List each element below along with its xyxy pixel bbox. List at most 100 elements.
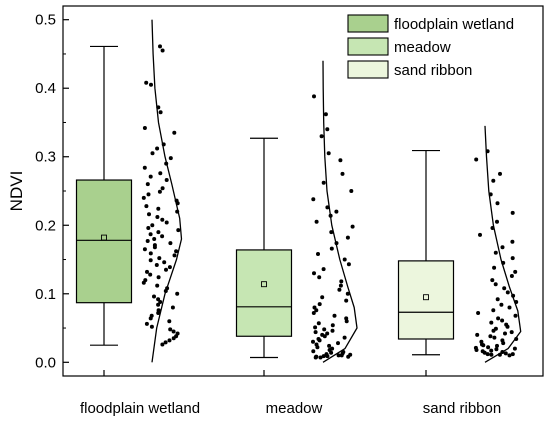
legend-swatch	[347, 60, 389, 79]
data-point	[316, 252, 320, 256]
data-point	[145, 239, 150, 243]
data-point	[175, 291, 180, 296]
y-tick-label: 0.4	[35, 80, 56, 97]
data-point	[158, 110, 163, 115]
data-point	[500, 245, 505, 250]
data-point	[155, 146, 160, 151]
data-point	[495, 343, 499, 348]
data-point	[313, 330, 318, 335]
data-point	[328, 213, 333, 218]
data-point	[501, 341, 506, 346]
data-point	[336, 341, 340, 346]
data-point	[158, 300, 163, 304]
data-point	[156, 275, 161, 280]
data-point	[513, 313, 518, 318]
data-point	[152, 245, 157, 250]
data-point	[142, 247, 147, 252]
data-point	[495, 219, 499, 224]
data-point	[344, 298, 349, 303]
data-point	[499, 302, 504, 307]
data-point	[156, 297, 161, 302]
iqr-box	[235, 249, 293, 337]
legend-label: sand ribbon	[394, 62, 472, 79]
data-point	[152, 294, 156, 299]
data-point	[507, 353, 512, 358]
y-tick-label: 0.2	[35, 217, 56, 234]
data-point	[488, 334, 493, 339]
data-point	[174, 249, 179, 254]
data-point	[176, 228, 181, 233]
data-point	[329, 230, 334, 235]
data-point	[329, 246, 334, 251]
data-point	[160, 217, 165, 222]
data-point	[492, 335, 497, 340]
data-point	[514, 300, 519, 304]
data-point	[474, 348, 479, 352]
data-point	[312, 94, 316, 99]
data-point	[318, 355, 323, 360]
data-point	[345, 235, 350, 240]
data-point	[476, 311, 481, 315]
x-tick-label: sand ribbon	[423, 400, 501, 417]
data-point	[509, 330, 514, 335]
data-point	[334, 209, 339, 214]
data-point	[474, 157, 479, 162]
data-point	[156, 206, 161, 211]
data-point	[346, 262, 351, 267]
data-point	[150, 151, 155, 156]
data-point	[330, 323, 335, 328]
data-point	[322, 334, 327, 339]
data-point	[338, 283, 343, 288]
data-point	[161, 142, 166, 147]
data-point	[490, 278, 495, 283]
box-3	[397, 149, 455, 356]
data-point	[168, 327, 173, 332]
y-tick-label: 0.0	[35, 354, 56, 371]
data-point	[156, 311, 161, 315]
data-point	[326, 151, 331, 156]
data-point	[164, 161, 169, 166]
data-point	[505, 290, 510, 295]
data-point	[148, 258, 153, 263]
box-1	[75, 45, 133, 346]
data-point	[490, 226, 495, 230]
data-point	[337, 287, 342, 292]
data-point	[164, 178, 169, 182]
data-point	[486, 345, 491, 350]
data-point	[346, 354, 351, 359]
data-point	[494, 347, 499, 352]
legend-label: floodplain wetland	[394, 16, 514, 33]
data-point	[323, 112, 328, 117]
data-point	[168, 156, 173, 161]
data-point	[339, 279, 344, 284]
data-point	[498, 171, 502, 176]
data-point	[146, 192, 151, 197]
data-point	[144, 321, 149, 326]
data-point	[497, 352, 502, 357]
data-point	[325, 331, 330, 336]
data-point	[149, 82, 153, 87]
data-point	[142, 165, 147, 170]
data-point	[152, 237, 157, 241]
data-point	[514, 337, 519, 341]
data-point	[167, 265, 172, 270]
box-2	[235, 137, 293, 359]
y-tick-label: 0.1	[35, 286, 56, 303]
data-point	[489, 320, 494, 325]
data-point	[491, 178, 496, 183]
data-point	[495, 201, 500, 206]
data-point	[158, 44, 162, 49]
data-point	[156, 105, 161, 110]
data-point	[325, 205, 330, 210]
data-point	[320, 295, 325, 300]
data-point	[512, 346, 517, 351]
y-tick-label: 0.3	[35, 149, 56, 166]
data-point	[311, 311, 316, 315]
data-point	[350, 224, 355, 229]
data-point	[511, 293, 516, 298]
data-point	[510, 239, 515, 244]
x-tick-label: floodplain wetland	[80, 400, 200, 417]
data-point	[334, 241, 339, 246]
data-point	[145, 182, 150, 187]
